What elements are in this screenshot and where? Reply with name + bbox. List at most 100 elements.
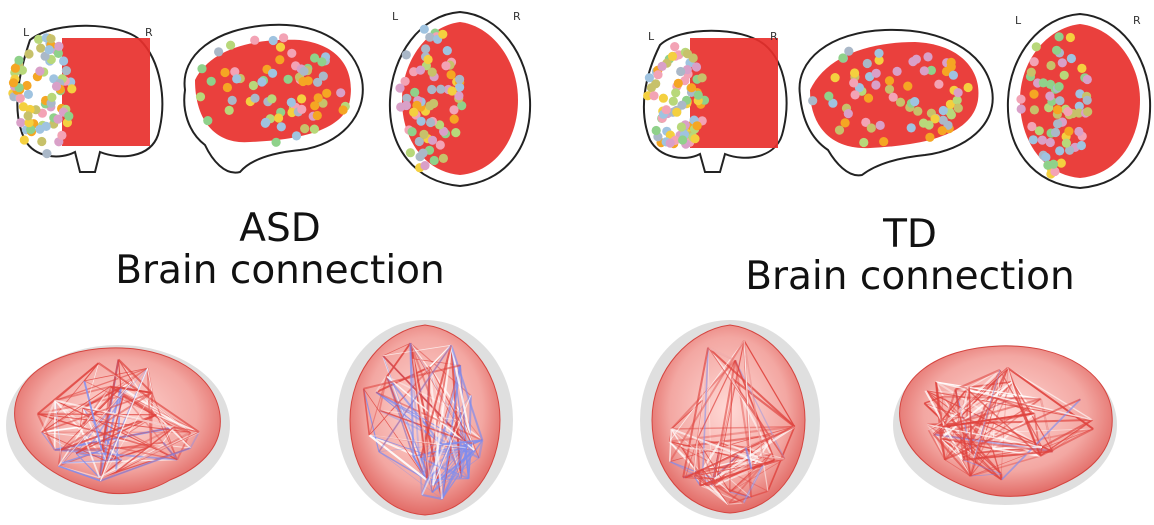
td-sagittal-view <box>800 30 993 175</box>
brain-node <box>908 57 917 66</box>
brain-node <box>1032 42 1041 51</box>
brain-node <box>1027 68 1036 77</box>
brain-node <box>24 90 33 99</box>
brain-node <box>954 104 963 113</box>
asd-coronal-label-left: L <box>23 26 30 39</box>
brain-node <box>42 149 51 158</box>
brain-node <box>59 56 68 65</box>
brain-node <box>1039 78 1048 87</box>
brain-node <box>1055 146 1064 155</box>
asd-axial-label-left: L <box>392 10 399 23</box>
brain-node <box>416 152 425 161</box>
asd-axial-label-right: R <box>513 10 521 23</box>
brain-node <box>668 52 677 61</box>
brain-node <box>844 47 853 56</box>
brain-node <box>687 83 696 92</box>
brain-node <box>313 111 322 120</box>
brain-node <box>24 49 33 58</box>
brain-node <box>1057 159 1066 168</box>
brain-node <box>871 80 880 89</box>
brain-node <box>1053 119 1062 128</box>
brain-node <box>16 118 25 127</box>
brain-node <box>450 115 459 124</box>
brain-node <box>872 69 881 78</box>
td-axial-view: L R <box>1008 14 1150 188</box>
brain-node <box>45 45 54 54</box>
td-subtitle: Brain connection <box>690 256 1130 298</box>
brain-node <box>425 33 434 42</box>
brain-node <box>910 97 919 106</box>
brain-node <box>934 80 943 89</box>
brain-node <box>652 126 661 135</box>
brain-node <box>225 106 234 115</box>
brain-node <box>1067 54 1076 63</box>
brain-node <box>419 130 428 139</box>
brain-node <box>903 82 912 91</box>
td-axial-label-left: L <box>1015 14 1022 27</box>
brain-node <box>885 85 894 94</box>
brain-node <box>851 90 860 99</box>
brain-node <box>250 36 259 45</box>
brain-node <box>298 77 307 86</box>
brain-node <box>694 91 703 100</box>
brain-node <box>964 83 973 92</box>
brain-node <box>824 92 833 101</box>
brain-node <box>410 88 419 97</box>
brain-node <box>678 135 687 144</box>
brain-node <box>844 109 853 118</box>
brain-node <box>698 73 707 82</box>
brain-node <box>203 116 212 125</box>
brain-node <box>907 123 916 132</box>
brain-node <box>925 133 934 142</box>
brain-node <box>11 64 20 73</box>
brain-node <box>287 98 296 107</box>
brain-node <box>257 77 266 86</box>
brain-node <box>670 42 679 51</box>
brain-node <box>879 137 888 146</box>
brain-node <box>889 93 898 102</box>
brain-node <box>261 118 270 127</box>
brain-node <box>196 92 205 101</box>
brain-node <box>1041 153 1050 162</box>
brain-node <box>1077 64 1086 73</box>
brain-node <box>443 46 452 55</box>
brain-node <box>52 82 61 91</box>
brain-node <box>649 91 658 100</box>
td-coronal-label-right: R <box>770 30 778 43</box>
brain-node <box>1029 135 1038 144</box>
brain-node <box>402 50 411 59</box>
brain-node <box>1083 75 1092 84</box>
brain-node <box>448 86 457 95</box>
brain-node <box>1077 141 1086 150</box>
brain-node <box>449 105 458 114</box>
brain-node <box>46 34 55 43</box>
brain-node <box>436 140 445 149</box>
brain-node <box>1043 161 1052 170</box>
brain-node <box>276 43 285 52</box>
td-coronal-view: L R <box>643 30 786 172</box>
brain-node <box>427 85 436 94</box>
asd-sagittal-view <box>184 25 363 173</box>
brain-node <box>1074 127 1083 136</box>
brain-node <box>436 85 445 94</box>
brain-node <box>939 106 948 115</box>
brain-node <box>297 105 306 114</box>
brain-node <box>35 67 44 76</box>
brain-node <box>938 126 947 135</box>
brain-node <box>920 66 929 75</box>
brain-node <box>314 93 323 102</box>
brain-node <box>662 105 671 114</box>
brain-node <box>197 64 206 73</box>
brain-node <box>849 78 858 87</box>
brain-node <box>274 113 283 122</box>
brain-node <box>300 124 309 133</box>
brain-node <box>1017 104 1026 113</box>
brain-node <box>408 127 417 136</box>
brain-node <box>1055 96 1064 105</box>
brain-node <box>451 128 460 137</box>
brain-node <box>207 77 216 86</box>
brain-node <box>284 75 293 84</box>
brain-node <box>416 66 425 75</box>
brain-node <box>37 137 46 146</box>
asd-glass-brain-lateral <box>6 345 230 505</box>
